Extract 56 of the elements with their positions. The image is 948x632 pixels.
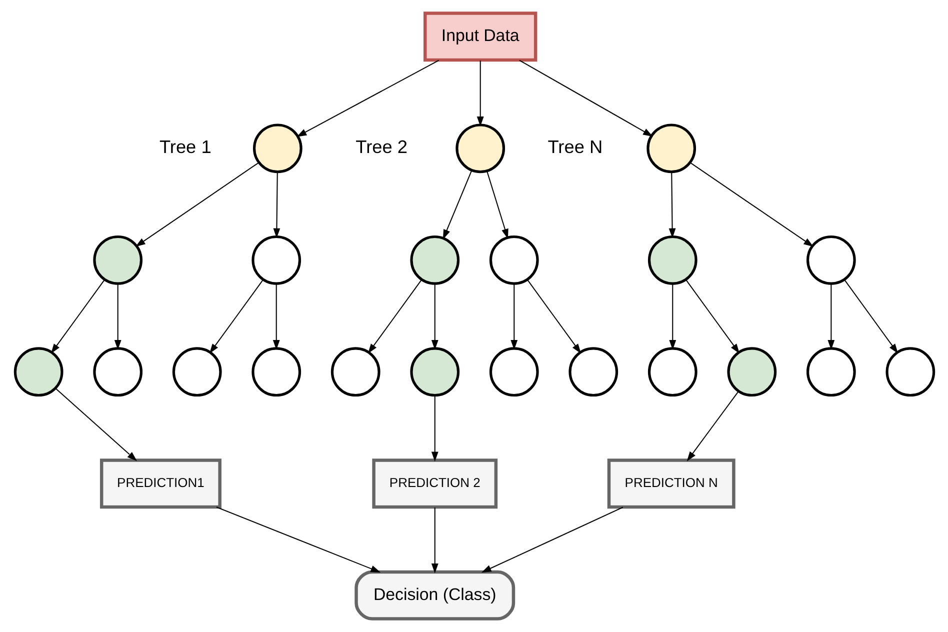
arrow xyxy=(668,284,676,350)
node-circle xyxy=(885,347,935,397)
arrow xyxy=(54,388,137,462)
node-circle xyxy=(455,124,505,174)
node-box: Input Data xyxy=(423,12,537,62)
arrow xyxy=(827,284,834,350)
node-circle xyxy=(92,347,142,397)
node-circle xyxy=(806,235,856,285)
node-circle xyxy=(92,235,142,285)
node-circle xyxy=(172,347,222,397)
arrow xyxy=(668,172,676,238)
arrow xyxy=(114,284,121,350)
node-circle xyxy=(646,124,696,174)
node-circle xyxy=(410,235,460,285)
arrow xyxy=(526,280,581,354)
arrow xyxy=(686,390,739,462)
node-circle xyxy=(410,347,460,397)
arrow xyxy=(685,280,740,354)
arrow xyxy=(518,60,652,137)
arrow xyxy=(844,280,898,354)
arrow xyxy=(430,508,438,574)
arrow xyxy=(50,280,104,354)
node-box: PREDICTION 2 xyxy=(372,458,498,509)
node-circle xyxy=(330,347,380,397)
arrow xyxy=(367,280,422,354)
node-circle xyxy=(488,235,538,285)
node-circle xyxy=(726,347,776,397)
node-box: Decision (Class) xyxy=(354,570,515,620)
node-label: Tree N xyxy=(547,137,602,158)
arrow xyxy=(480,506,623,573)
node-circle xyxy=(251,235,301,285)
arrow xyxy=(296,60,439,137)
arrow xyxy=(430,396,438,462)
node-circle xyxy=(806,347,856,397)
node-label: Tree 2 xyxy=(355,137,408,158)
arrow xyxy=(272,172,280,238)
arrow xyxy=(476,60,484,126)
arrow xyxy=(486,171,508,239)
arrow xyxy=(510,284,518,350)
node-circle xyxy=(13,347,63,397)
arrow xyxy=(690,162,814,247)
arrow xyxy=(208,280,263,354)
node-label: Tree 1 xyxy=(158,137,211,158)
node-circle xyxy=(252,124,302,174)
arrow xyxy=(134,162,258,247)
node-circle xyxy=(647,347,697,397)
arrow xyxy=(442,170,472,240)
arrow xyxy=(430,284,438,350)
node-box: PREDICTION1 xyxy=(99,458,221,509)
node-circle xyxy=(568,347,618,397)
node-box: PREDICTION N xyxy=(606,458,735,509)
node-circle xyxy=(251,347,301,397)
node-circle xyxy=(488,347,538,397)
node-circle xyxy=(647,235,697,285)
arrow xyxy=(216,506,380,572)
arrow xyxy=(272,284,280,350)
